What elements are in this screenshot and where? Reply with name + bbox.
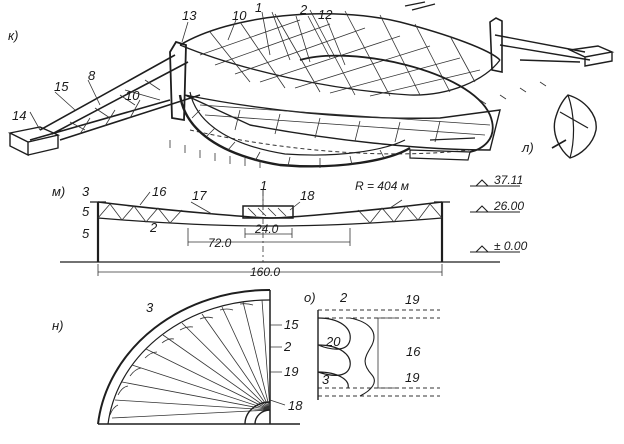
label-8: 8 bbox=[88, 68, 96, 83]
lantern-hatch bbox=[247, 207, 287, 217]
dim-72 bbox=[187, 228, 351, 246]
label-10-top: 10 bbox=[232, 8, 247, 23]
elevation-zero: ± 0.00 bbox=[494, 239, 528, 253]
sec-label-3: 3 bbox=[82, 184, 90, 199]
elevation-markers bbox=[470, 179, 520, 253]
plan-label-18: 18 bbox=[288, 398, 303, 413]
plan-inner-ring bbox=[107, 299, 271, 425]
right-anchor-block bbox=[567, 45, 615, 67]
lens-inner-arc bbox=[559, 94, 589, 159]
plan-label-3: 3 bbox=[146, 300, 154, 315]
detail-top-chords bbox=[318, 309, 440, 319]
panel-l-sketch: л) bbox=[521, 94, 597, 159]
perspective-view: к) bbox=[7, 0, 615, 168]
dim-72-text: 72.0 bbox=[208, 236, 232, 250]
detail-curve bbox=[349, 317, 375, 397]
ring-wall-inner bbox=[189, 91, 406, 156]
panel-label-o: о) bbox=[304, 290, 316, 305]
ground-anchors bbox=[169, 81, 547, 168]
dim-160-text: 160.0 bbox=[250, 265, 280, 279]
label-12: 12 bbox=[318, 7, 333, 22]
detail-label-16: 16 bbox=[406, 344, 421, 359]
plan-label-2: 2 bbox=[283, 339, 292, 354]
dim-24 bbox=[244, 228, 293, 238]
plan-outer-ring bbox=[97, 288, 271, 425]
roof-deck-slab bbox=[184, 94, 501, 151]
detail-view: о) 2 19 20 16 3 19 bbox=[304, 290, 440, 400]
cross-section: м) R = 404 м 37.11 26.00 ± 0.00 24.0 72.… bbox=[52, 173, 528, 279]
detail-label-3: 3 bbox=[322, 372, 330, 387]
label-1: 1 bbox=[255, 0, 262, 15]
plan-leaders bbox=[269, 324, 286, 406]
plan-central-hub bbox=[244, 401, 271, 425]
panel-label-m: м) bbox=[52, 184, 65, 199]
lens-outline bbox=[553, 94, 597, 159]
left-boom-struts bbox=[29, 54, 201, 141]
panel-label-l: л) bbox=[521, 140, 534, 155]
detail-dim-16 bbox=[377, 317, 395, 389]
pylon-right bbox=[489, 17, 503, 73]
section-leaders bbox=[139, 190, 403, 215]
detail-scallops bbox=[317, 317, 351, 389]
sec-label-16: 16 bbox=[152, 184, 167, 199]
detail-label-19b: 19 bbox=[405, 370, 419, 385]
quarter-plan: н) 3 15 2 19 18 bbox=[52, 288, 303, 425]
label-15: 15 bbox=[54, 79, 69, 94]
label-13: 13 bbox=[182, 8, 197, 23]
label-10-low: 10 bbox=[125, 88, 140, 103]
lens-pointer bbox=[551, 139, 567, 149]
elevation-top: 37.11 bbox=[494, 173, 523, 187]
sec-label-2: 2 bbox=[149, 220, 158, 235]
grandstand-block bbox=[409, 137, 476, 161]
elevation-mid: 26.00 bbox=[493, 199, 524, 213]
sec-label-1: 1 bbox=[260, 178, 267, 193]
upper-cable-arc bbox=[179, 13, 501, 61]
dim-24-text: 24.0 bbox=[254, 222, 279, 236]
detail-label-2: 2 bbox=[339, 290, 348, 305]
plan-label-15: 15 bbox=[284, 317, 299, 332]
detail-bottom-chords bbox=[318, 387, 440, 397]
deck-dashed-line bbox=[189, 129, 471, 155]
lower-arch bbox=[299, 54, 494, 153]
pylon-left bbox=[169, 40, 187, 122]
roof-trusses bbox=[97, 203, 443, 224]
roof-lower-chord bbox=[97, 217, 443, 227]
detail-label-19a: 19 bbox=[405, 292, 419, 307]
dim-160 bbox=[97, 264, 443, 276]
boom-bracing bbox=[69, 79, 161, 135]
panel-label-k: к) bbox=[8, 28, 18, 43]
plan-label-19: 19 bbox=[284, 364, 298, 379]
perspective-leaders bbox=[29, 11, 346, 131]
sec-label-5b: 5 bbox=[82, 226, 90, 241]
sec-label-17: 17 bbox=[192, 188, 207, 203]
plan-scallops bbox=[109, 303, 254, 416]
radius-label: R = 404 м bbox=[355, 179, 409, 193]
arrow-marks bbox=[404, 1, 436, 11]
sec-label-18: 18 bbox=[300, 188, 315, 203]
section-columns bbox=[96, 202, 444, 262]
dome-front-edge bbox=[179, 44, 501, 96]
panel-label-n: н) bbox=[52, 318, 63, 333]
label-14: 14 bbox=[12, 108, 26, 123]
detail-label-20: 20 bbox=[325, 334, 341, 349]
sec-label-5a: 5 bbox=[82, 204, 90, 219]
center-lantern bbox=[242, 205, 294, 219]
right-boom-struts bbox=[494, 34, 591, 63]
left-anchor-block bbox=[7, 126, 61, 157]
label-2: 2 bbox=[299, 2, 308, 17]
deck-grid bbox=[199, 104, 491, 143]
ring-wall-ribs bbox=[191, 109, 385, 168]
dome-cable-net bbox=[199, 9, 481, 97]
plan-radial-cables bbox=[111, 299, 271, 419]
